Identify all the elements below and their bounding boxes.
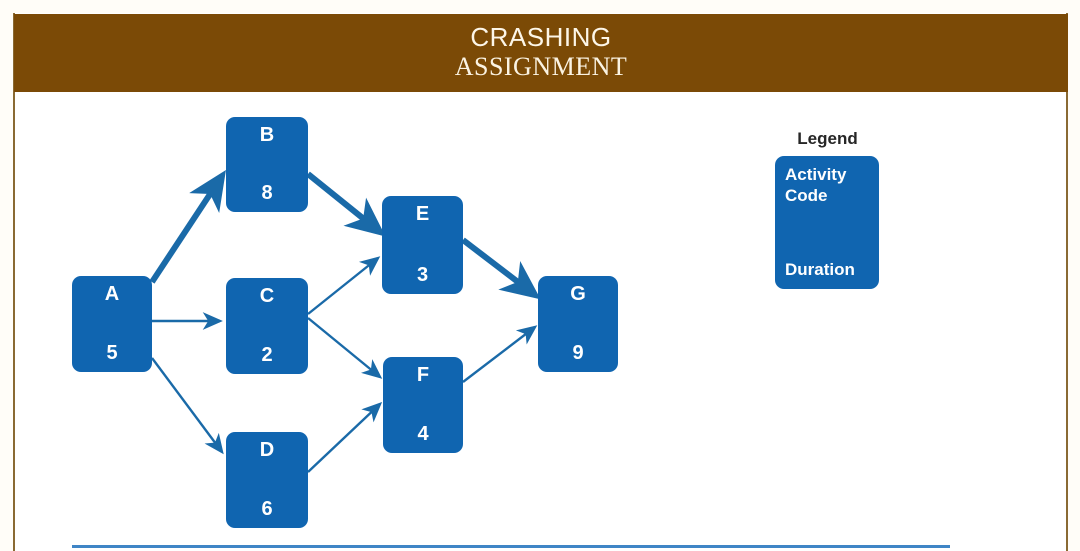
- edge-B-E: [306, 171, 386, 237]
- network-diagram: A 5 B 8 C 2 D 6 E 3 F 4 G 9 Legend Activ…: [0, 92, 1080, 551]
- activity-node-A[interactable]: A 5: [72, 276, 152, 372]
- activity-node-C[interactable]: C 2: [226, 278, 308, 374]
- legend-activity-line1: Activity: [785, 165, 847, 184]
- page-title-line2: ASSIGNMENT: [454, 51, 628, 81]
- diagram-arrow-layer: [149, 169, 541, 473]
- edge-E-G: [461, 237, 541, 300]
- legend-activity-line2: Code: [785, 186, 828, 206]
- activity-node-D[interactable]: D 6: [226, 432, 308, 528]
- legend-activity-code-label: Activity Code: [785, 164, 846, 207]
- activity-code-C: C: [259, 285, 275, 307]
- activity-code-F: F: [416, 364, 430, 386]
- activity-duration-C: 2: [261, 344, 273, 366]
- edge-F-G: [462, 325, 538, 383]
- activity-code-G: G: [570, 283, 586, 305]
- edge-C-E: [307, 256, 381, 315]
- edge-A-D: [151, 357, 224, 455]
- legend-duration-label: Duration: [785, 260, 855, 279]
- activity-code-D: D: [259, 439, 275, 461]
- activity-node-B[interactable]: B 8: [226, 117, 308, 212]
- activity-node-F[interactable]: F 4: [383, 357, 463, 453]
- activity-code-E: E: [415, 203, 430, 225]
- edge-C-F: [307, 317, 383, 379]
- bottom-divider-rule: [72, 545, 950, 548]
- edge-A-B: [149, 169, 226, 284]
- page-title-line1: CRASHING: [470, 22, 612, 53]
- activity-duration-E: 3: [416, 264, 429, 286]
- activity-node-E[interactable]: E 3: [382, 196, 463, 294]
- activity-node-G[interactable]: G 9: [538, 276, 618, 372]
- slide-title-banner: CRASHING ASSIGNMENT: [14, 14, 1068, 92]
- activity-duration-F: 4: [417, 423, 429, 445]
- legend-title: Legend: [797, 129, 858, 148]
- legend-box: Activity Code Duration: [775, 156, 879, 289]
- activity-duration-B: 8: [261, 182, 273, 204]
- activity-code-A: A: [104, 283, 120, 305]
- activity-duration-G: 9: [572, 342, 584, 364]
- activity-duration-A: 5: [106, 342, 118, 364]
- activity-code-B: B: [259, 124, 275, 146]
- activity-duration-D: 6: [261, 498, 273, 520]
- edge-D-F: [307, 402, 383, 473]
